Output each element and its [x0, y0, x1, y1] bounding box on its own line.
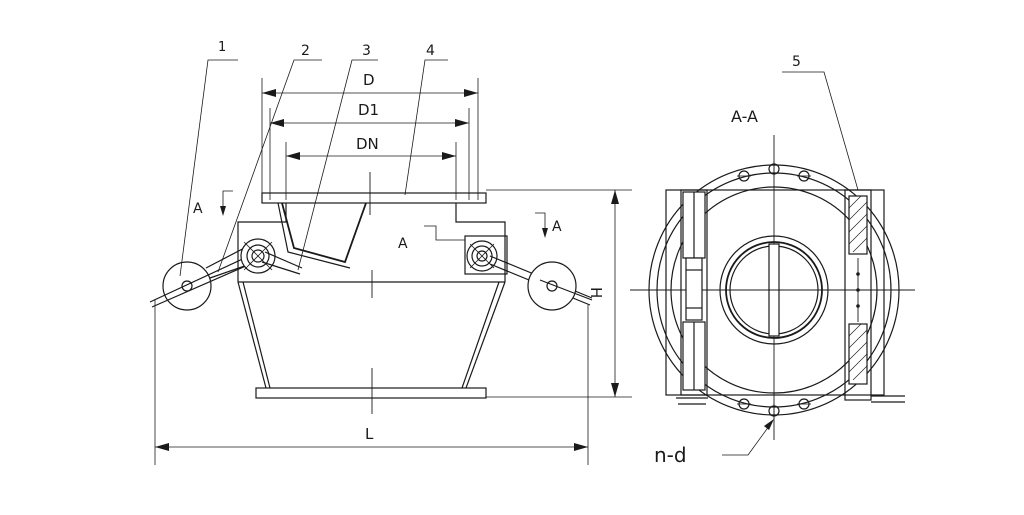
right-counterweight	[489, 255, 593, 311]
dimension-label-D: D	[363, 71, 375, 89]
part-label-1: 1	[218, 40, 226, 55]
dimension-D	[261, 78, 479, 200]
dimension-label-DN: DN	[356, 135, 379, 153]
dimension-H	[486, 189, 632, 398]
part-label-2: 2	[301, 43, 310, 59]
section-cut-right	[535, 212, 548, 238]
section-cut-left-label: A	[193, 201, 203, 217]
bolt-holes	[737, 161, 811, 419]
valve-disc	[719, 235, 829, 345]
top-flange	[261, 172, 487, 215]
side-elevation: 1 2 3 4 D D1 DN	[149, 40, 632, 465]
bottom-flange	[255, 368, 487, 414]
section-cut-right-label: A	[552, 219, 562, 235]
part-label-4: 4	[426, 43, 435, 59]
bolt-hole-callout: n-d	[654, 443, 687, 467]
dimension-DN	[285, 142, 457, 200]
section-view: A-A	[630, 54, 915, 467]
dimension-label-L: L	[365, 425, 374, 443]
dimension-L	[154, 300, 589, 465]
section-view-title: A-A	[731, 107, 758, 126]
valve-body	[237, 202, 506, 389]
detail-label: A	[398, 236, 408, 252]
right-hinge	[464, 235, 508, 275]
left-hinge	[240, 238, 303, 275]
section-cut-left	[220, 190, 233, 216]
dimension-D1	[269, 108, 470, 200]
dimension-label-H: H	[587, 287, 605, 298]
detail-marker	[424, 225, 465, 241]
left-shaft	[676, 189, 708, 405]
part-label-3: 3	[362, 43, 371, 59]
part-leaders	[179, 59, 448, 277]
right-shaft	[844, 189, 905, 403]
part-label-5: 5	[792, 54, 801, 70]
dimension-label-D1: D1	[358, 101, 379, 119]
